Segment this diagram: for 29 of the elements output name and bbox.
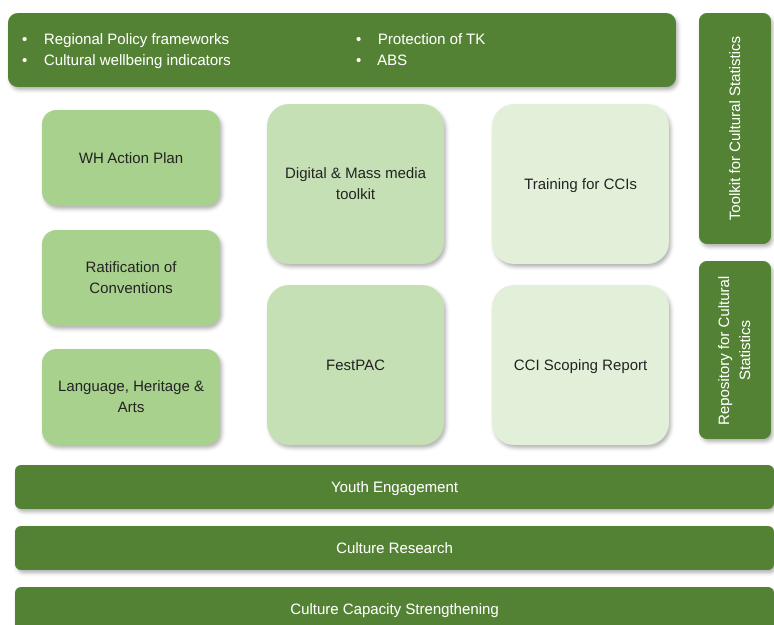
vertical-label: Toolkit for Cultural Statistics	[726, 36, 744, 221]
activity-box	[492, 285, 669, 445]
activity-box	[42, 110, 220, 206]
bullet-item: • Regional Policy frameworks	[22, 30, 230, 50]
box-label: Digital & Mass media toolkit	[284, 164, 427, 205]
activity-box	[492, 104, 669, 264]
bullet-item: • ABS	[356, 51, 408, 71]
box-label: FestPAC	[325, 356, 386, 376]
box-label: Culture Capacity Strengthening	[289, 600, 500, 620]
policy-banner	[8, 13, 676, 87]
activity-box	[267, 285, 444, 445]
box-label: WH Action Plan	[78, 148, 184, 168]
vertical-panel	[699, 261, 771, 439]
box-label: Language, Heritage & Arts	[57, 377, 205, 418]
box-label: Ratification of Conventions	[84, 258, 178, 299]
box-label: Youth Engagement	[330, 478, 460, 498]
vertical-panel	[699, 13, 771, 244]
activity-box	[42, 349, 220, 445]
bullet-item: • Protection of TK	[356, 30, 486, 50]
box-label: Culture Research	[335, 538, 454, 558]
bullet-item: • Cultural wellbeing indicators	[22, 51, 232, 71]
foundation-bar	[15, 526, 774, 570]
foundation-bar	[15, 465, 774, 509]
vertical-label: Repository for Cultural Statistics	[715, 274, 755, 427]
activity-box	[42, 230, 220, 326]
box-label: Training for CCIs	[523, 174, 638, 194]
box-label: CCI Scoping Report	[512, 356, 648, 376]
foundation-bar	[15, 587, 774, 625]
activity-box	[267, 104, 444, 264]
